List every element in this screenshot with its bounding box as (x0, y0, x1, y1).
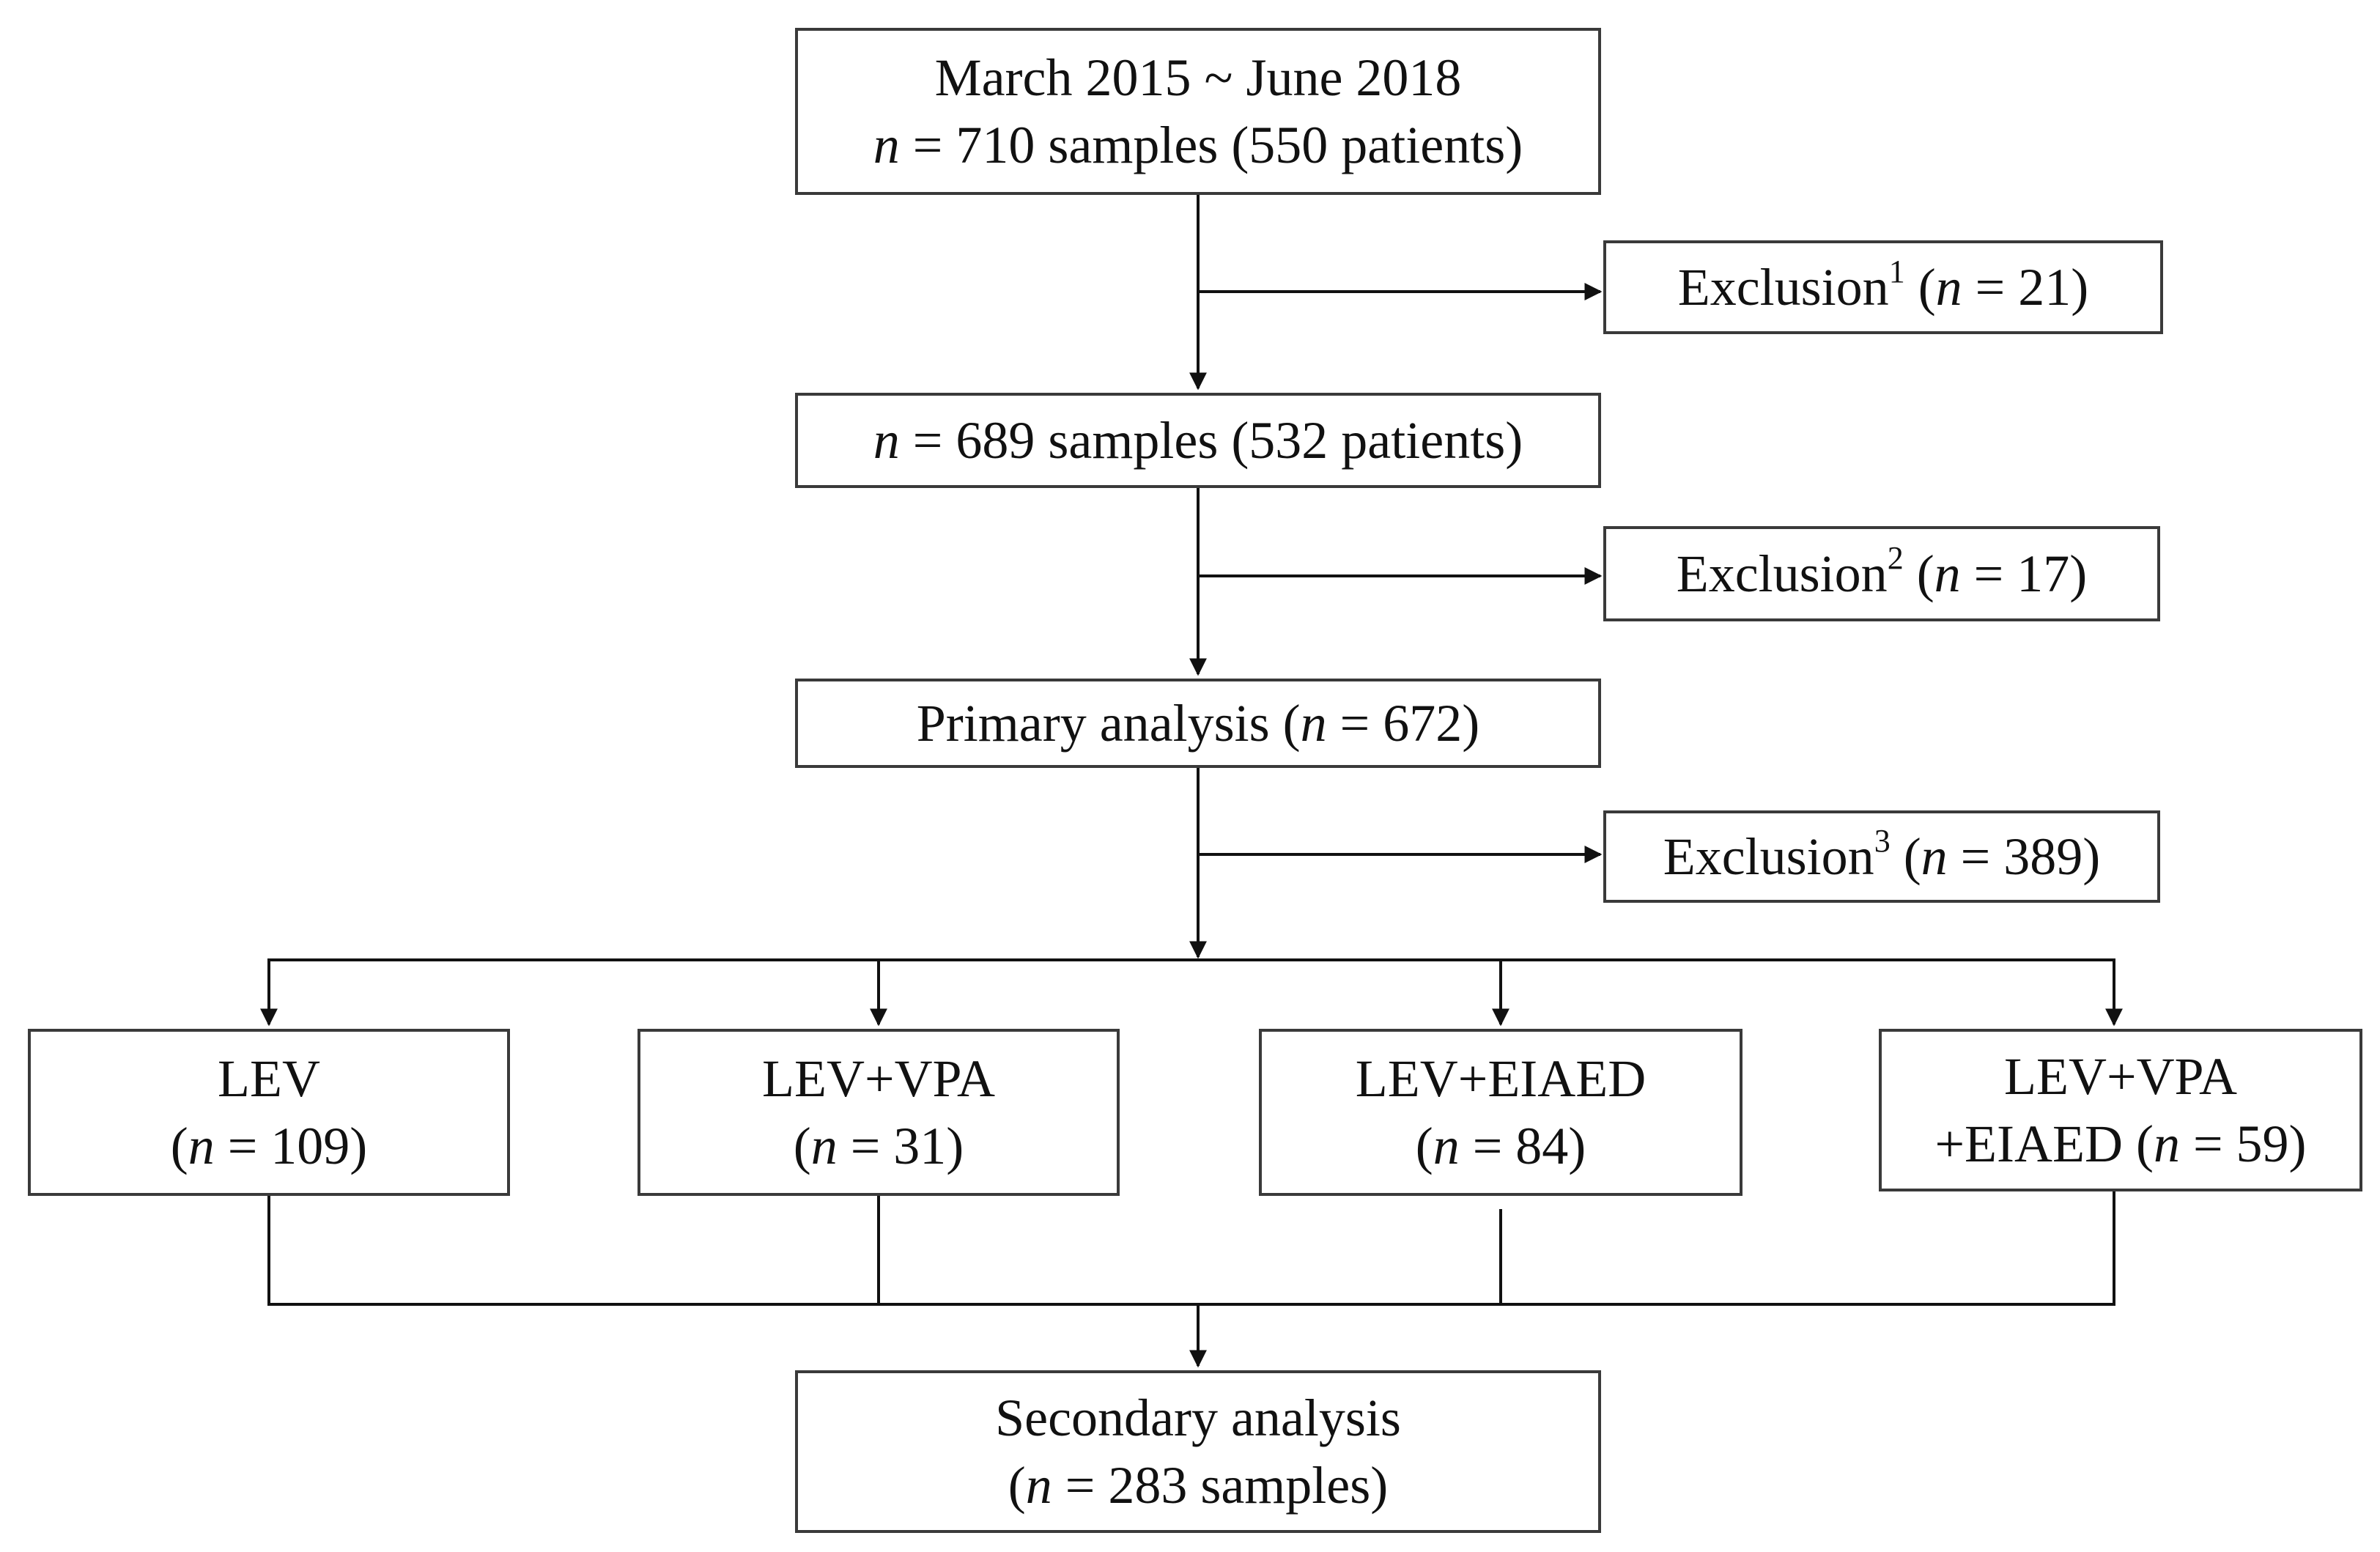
exclusion-1-count: = 21) (1962, 258, 2089, 317)
paren-open: ( (170, 1117, 188, 1175)
exclusion-3-footnote: 3 (1874, 823, 1891, 859)
primary-analysis-box: Primary analysis (n = 672) (795, 679, 1601, 768)
n-symbol: n (2153, 1115, 2180, 1173)
start-sample-count-text: = 710 samples (550 patients) (899, 116, 1523, 174)
group-lev-vpa-label: LEV+VPA (762, 1049, 995, 1108)
exclusion-2-label: Exclusion (1676, 544, 1888, 603)
paren-open: ( (1008, 1456, 1026, 1515)
n-symbol: n (1934, 544, 1961, 603)
exclusion-3-label: Exclusion (1663, 827, 1874, 886)
n-symbol: n (1935, 258, 1962, 317)
start-date-range: March 2015 ~ June 2018 (934, 48, 1462, 107)
group-lev-eiaed-box: LEV+EIAED (n = 84) (1259, 1029, 1742, 1196)
start-box: March 2015 ~ June 2018 n = 710 samples (… (795, 28, 1601, 195)
exclusion-1-box: Exclusion1 (n = 21) (1603, 240, 2163, 334)
group-lev-vpa-eiaed-count-text: = 59) (2179, 1115, 2307, 1173)
after-exclusion-1-count: = 689 samples (532 patients) (899, 411, 1523, 470)
group-lev-eiaed-count-text: = 84) (1459, 1117, 1586, 1175)
paren-open: ( (793, 1117, 811, 1175)
exclusion-1-footnote: 1 (1888, 254, 1905, 289)
n-symbol: n (810, 1117, 838, 1175)
group-lev-vpa-eiaed-box: LEV+VPA +EIAED (n = 59) (1879, 1029, 2362, 1191)
group-lev-count: (n = 109) (171, 1112, 368, 1180)
n-symbol: n (1025, 1456, 1052, 1515)
after-exclusion-1-text: n = 689 samples (532 patients) (873, 407, 1523, 474)
n-symbol: n (1433, 1117, 1460, 1175)
exclusion-1-text: Exclusion1 (n = 21) (1678, 254, 2089, 321)
group-lev-vpa-eiaed-label: LEV+VPA (2004, 1047, 2237, 1106)
n-symbol: n (873, 411, 900, 470)
paren-open: ( (1904, 258, 1936, 317)
primary-analysis-text: Primary analysis (n = 672) (917, 690, 1480, 757)
primary-analysis-count: = 672) (1326, 694, 1480, 753)
exclusion-2-text: Exclusion2 (n = 17) (1677, 540, 2088, 607)
group-lev-vpa-eiaed-count: +EIAED (n = 59) (1934, 1110, 2306, 1178)
n-symbol: n (1300, 694, 1327, 753)
paren-open: ( (1415, 1117, 1433, 1175)
exclusion-2-box: Exclusion2 (n = 17) (1603, 526, 2160, 621)
group-lev-vpa-count: (n = 31) (794, 1112, 964, 1180)
exclusion-2-count: = 17) (1960, 544, 2088, 603)
group-lev-eiaed-label: LEV+EIAED (1355, 1049, 1647, 1108)
group-lev-eiaed-count: (n = 84) (1416, 1112, 1586, 1180)
group-lev-label: LEV (218, 1049, 320, 1108)
group-lev-vpa-count-text: = 31) (837, 1117, 964, 1175)
n-symbol: n (1921, 827, 1948, 886)
secondary-analysis-label: Secondary analysis (995, 1389, 1401, 1447)
exclusion-1-label: Exclusion (1677, 258, 1889, 317)
start-sample-count: n = 710 samples (550 patients) (873, 111, 1523, 179)
exclusion-3-box: Exclusion3 (n = 389) (1603, 810, 2160, 903)
secondary-analysis-count: (n = 283 samples) (1008, 1452, 1389, 1519)
group-lev-box: LEV (n = 109) (28, 1029, 510, 1196)
exclusion-3-count: = 389) (1947, 827, 2101, 886)
exclusion-3-text: Exclusion3 (n = 389) (1663, 823, 2101, 890)
n-symbol: n (188, 1117, 215, 1175)
n-symbol: n (873, 116, 900, 174)
group-lev-vpa-eiaed-label-2: +EIAED ( (1934, 1115, 2154, 1173)
primary-analysis-label: Primary analysis ( (916, 694, 1301, 753)
group-lev-count-text: = 109) (214, 1117, 368, 1175)
exclusion-2-footnote: 2 (1887, 540, 1904, 576)
paren-open: ( (1890, 827, 1921, 886)
after-exclusion-1-box: n = 689 samples (532 patients) (795, 393, 1601, 488)
secondary-analysis-count-text: = 283 samples) (1052, 1456, 1389, 1515)
group-lev-vpa-box: LEV+VPA (n = 31) (638, 1029, 1120, 1196)
secondary-analysis-box: Secondary analysis (n = 283 samples) (795, 1370, 1601, 1533)
paren-open: ( (1903, 544, 1934, 603)
